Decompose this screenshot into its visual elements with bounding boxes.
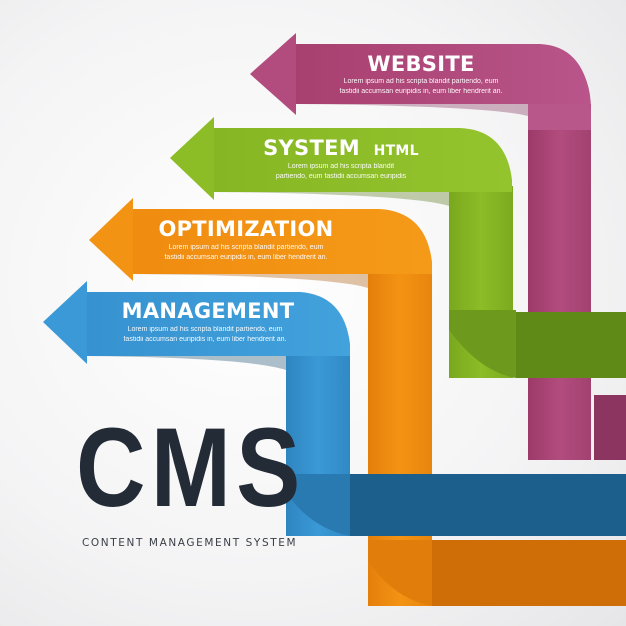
website-desc-line2: fastidii accumsan euripidis in, eum libe… (339, 88, 502, 95)
optimization-label: OPTIMIZATION Lorem ipsum ad his scripta … (158, 217, 333, 261)
website-title: WEBSITE (367, 52, 474, 76)
cms-title: CMS (76, 405, 306, 530)
system-desc-line2: partiendo, eum fastidii accumsan euripid… (276, 173, 407, 180)
website-ribbon-fold (594, 395, 626, 460)
management-desc-line2: fastidii accumsan euripidis in, eum libe… (123, 336, 286, 343)
management-arrowhead (43, 281, 87, 364)
system-ribbon-fold (516, 312, 626, 378)
optimization-title: OPTIMIZATION (158, 217, 333, 241)
management-ribbon-fold (346, 474, 626, 536)
system-title-suffix: HTML (374, 143, 419, 159)
website-arrowhead (250, 33, 296, 115)
management-desc-line1: Lorem ipsum ad his scripta blandit parti… (128, 326, 283, 333)
website-label: WEBSITE Lorem ipsum ad his scripta bland… (339, 52, 502, 95)
system-title: SYSTEM (263, 136, 360, 160)
website-desc-line1: Lorem ipsum ad his scripta blandit parti… (344, 78, 499, 85)
management-title: MANAGEMENT (122, 299, 295, 323)
system-arrowhead (170, 117, 214, 200)
optimization-desc-line2: fastidii accumsan euripidis in, eum libe… (164, 254, 327, 261)
optimization-desc-line1: Lorem ipsum ad his scripta blandit parti… (169, 244, 324, 251)
management-ribbon (43, 281, 626, 536)
optimization-ribbon-fold (430, 540, 626, 606)
system-label: SYSTEM HTML Lorem ipsum ad his scripta b… (263, 136, 419, 180)
cms-subtitle: CONTENT MANAGEMENT SYSTEM (82, 537, 298, 549)
optimization-arrowhead (89, 198, 133, 281)
management-label: MANAGEMENT Lorem ipsum ad his scripta bl… (122, 299, 295, 343)
svg-text:SYSTEM HTML: SYSTEM HTML (263, 136, 419, 160)
website-ribbon-vertical (528, 104, 591, 460)
system-ribbon (170, 117, 626, 378)
system-desc-line1: Lorem ipsum ad his scripta blandit (288, 163, 394, 170)
